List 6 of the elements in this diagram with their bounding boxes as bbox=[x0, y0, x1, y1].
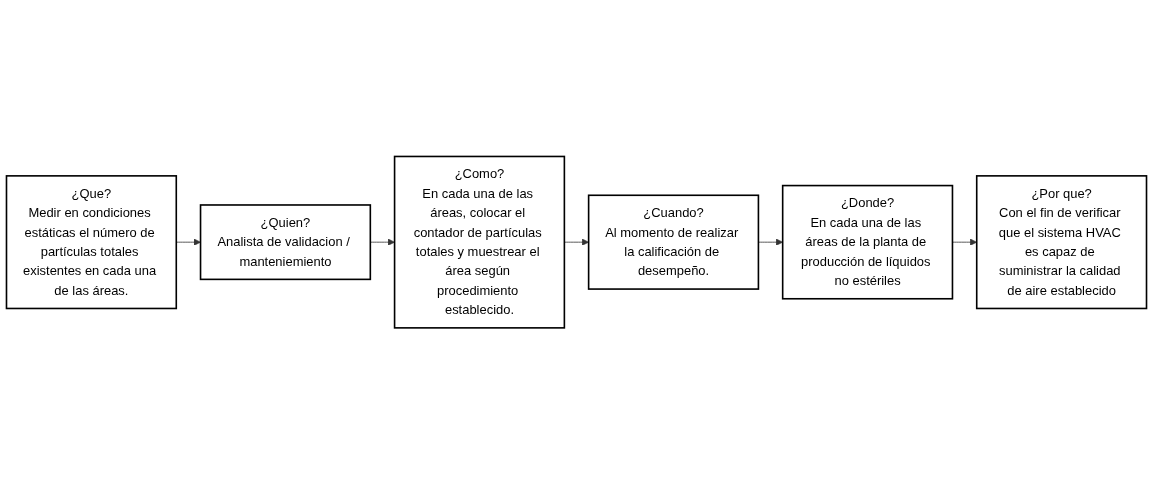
node-box: ¿Quien? Analista de validacion / manteniemiento bbox=[199, 204, 372, 281]
node-box: ¿Cuando? Al momento de realizar la calificación de desempeño. bbox=[587, 194, 760, 291]
node-box: ¿Por que? Con el fin de verificar que el sistema HVAC es capaz de suministrar la calidad de aire establecido bbox=[975, 175, 1148, 310]
node-box: ¿Que? Medir en condiciones estáticas el número de partículas totales existentes en cada una de las áreas. bbox=[5, 175, 178, 310]
node-box: ¿Donde? En cada una de las áreas de la planta de producción de líquidos no estériles bbox=[781, 185, 954, 300]
node-box: ¿Como? En cada una de las áreas, colocar el contador de partículas totales y muestrear el área según procedimiento establecido. bbox=[393, 156, 566, 329]
